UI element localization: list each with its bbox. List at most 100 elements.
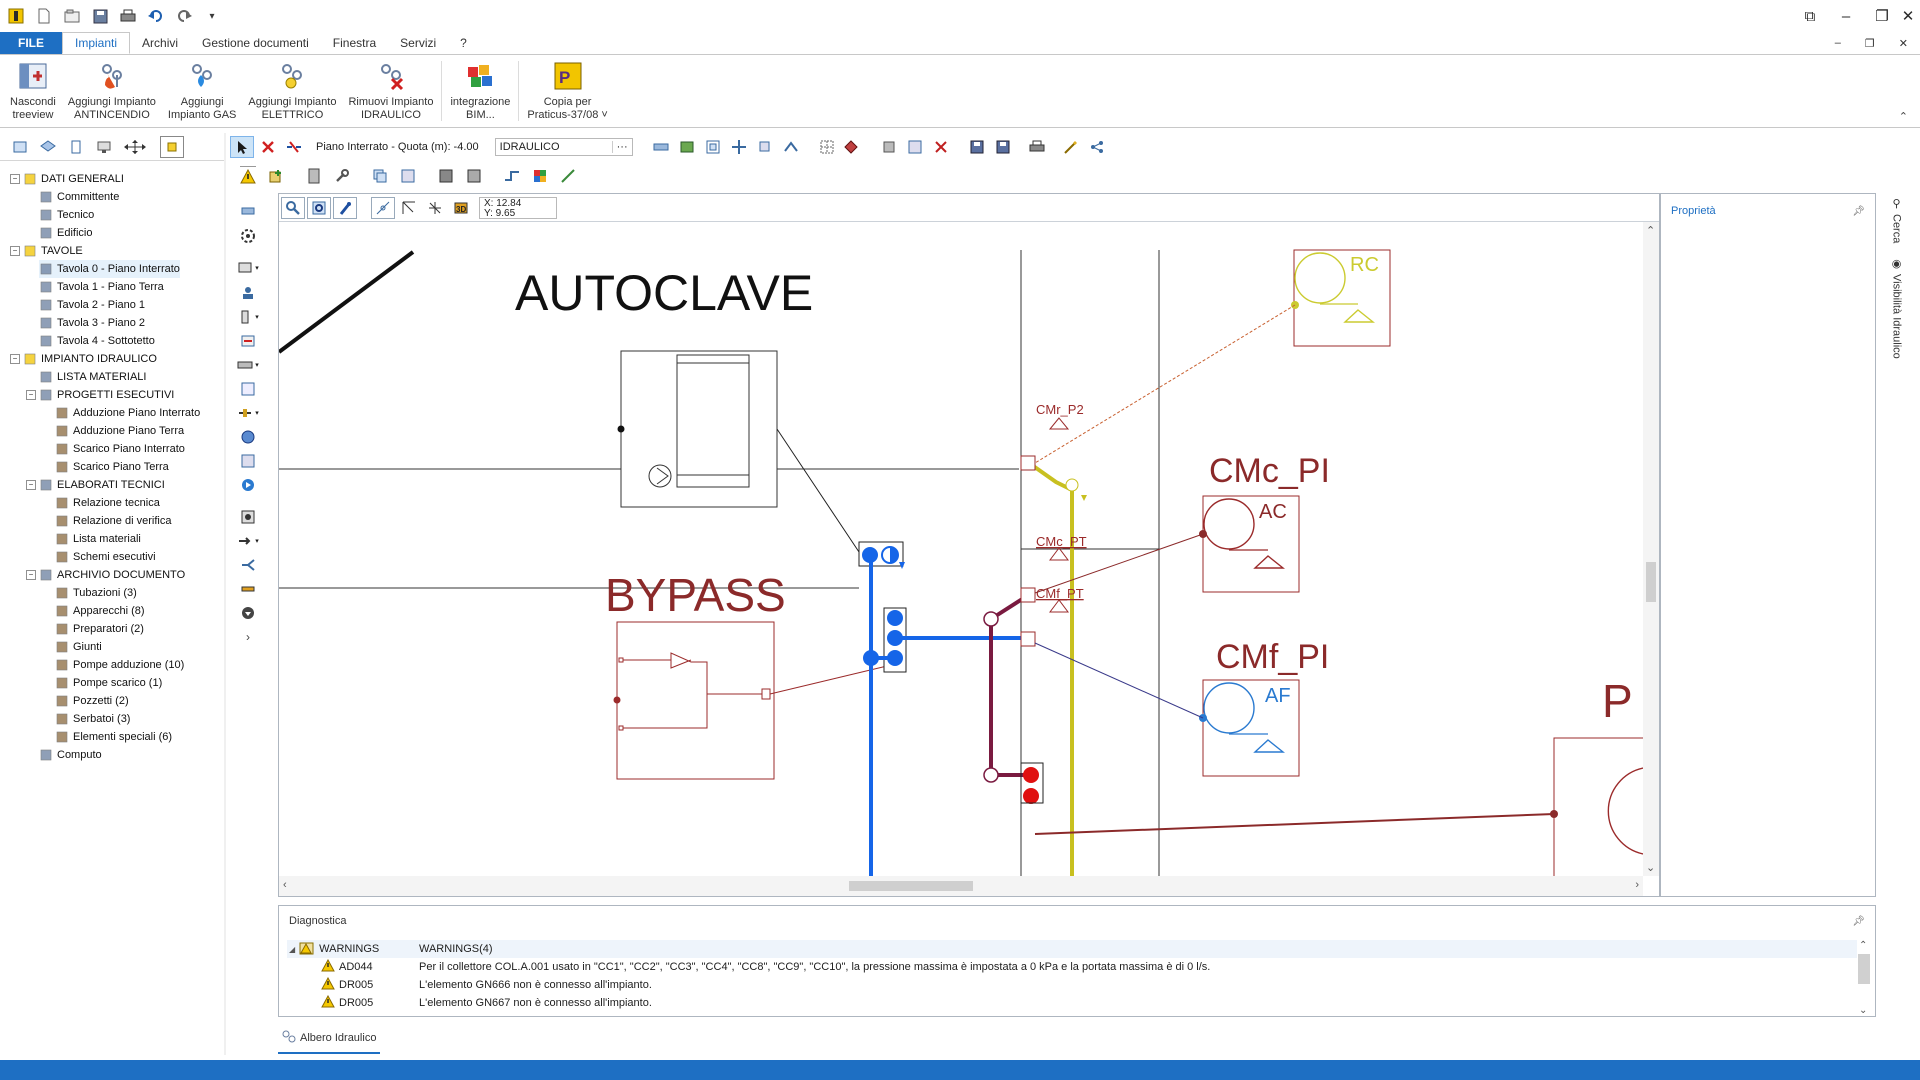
tree-item[interactable]: Scarico Piano Interrato (55, 440, 185, 458)
block-edit-icon[interactable] (462, 165, 486, 187)
pump-tool-icon[interactable]: ▾ (236, 402, 260, 424)
tab-finestra[interactable]: Finestra (332, 36, 377, 50)
side-tab-visibility[interactable]: ◉ Visibilità Idraulico (1890, 257, 1903, 359)
tree-item[interactable]: Schemi esecutivi (55, 548, 156, 566)
print-drawing-icon[interactable] (1025, 136, 1049, 158)
warnings-group-row[interactable]: ◢ WARNINGS WARNINGS(4) (287, 940, 1857, 958)
tree-item[interactable]: −ELABORATI TECNICI (26, 476, 165, 494)
tree-view-icon[interactable] (8, 136, 32, 158)
manifold-mid-valve-1[interactable] (887, 610, 903, 626)
diagnostics-scrollbar[interactable]: ⌃ ⌄ (1857, 940, 1871, 1016)
heater-tool-icon[interactable] (236, 330, 260, 352)
add-gas-button[interactable]: Aggiungi Impianto GAS (162, 55, 242, 127)
tree-item[interactable]: Adduzione Piano Terra (55, 422, 184, 440)
scroll-up-icon[interactable]: ⌃ (1646, 225, 1656, 237)
fitting-tool-icon[interactable] (236, 578, 260, 600)
expand-toggle-icon[interactable]: − (10, 354, 20, 364)
red-valve-2[interactable] (1023, 788, 1039, 804)
tree-item[interactable]: −IMPIANTO IDRAULICO (10, 350, 157, 368)
autoclave-node[interactable] (617, 425, 625, 433)
minimize-icon[interactable]: – (1841, 7, 1851, 25)
network-icon[interactable] (1087, 136, 1111, 158)
canvas-vertical-scrollbar[interactable]: ⌃ ⌄ (1643, 222, 1659, 876)
diag-scroll-down-icon[interactable]: ⌄ (1859, 1005, 1868, 1016)
p-box[interactable] (1553, 737, 1643, 876)
component-add-icon[interactable] (264, 165, 288, 187)
bottle-tool-icon[interactable]: ▾ (236, 306, 260, 328)
scroll-right-icon[interactable]: › (1635, 879, 1639, 891)
tree-item[interactable]: −ARCHIVIO DOCUMENTO (26, 566, 185, 584)
tree-item[interactable]: Serbatoi (3) (55, 710, 130, 728)
tree-navigate-icon[interactable] (120, 136, 150, 158)
tree-item[interactable]: Committente (39, 188, 119, 206)
copy-praticus-button[interactable]: P Copia per Praticus-37/08 ˅ (521, 55, 613, 127)
canvas-horizontal-scrollbar[interactable]: ‹ › (279, 876, 1643, 896)
tree-item[interactable]: Edificio (39, 224, 92, 242)
tree-square-icon[interactable] (160, 135, 184, 158)
tree-item[interactable]: Tavola 0 - Piano Interrato (39, 260, 180, 278)
diag-scroll-up-icon[interactable]: ⌃ (1859, 940, 1868, 951)
expand-toggle-icon[interactable]: − (10, 174, 20, 184)
block-icon[interactable] (434, 165, 458, 187)
play-tool-icon[interactable] (236, 474, 260, 496)
meter-tool-icon[interactable] (236, 450, 260, 472)
wand-icon[interactable] (1061, 136, 1085, 158)
open-icon[interactable] (58, 2, 86, 30)
collapse-ribbon-icon[interactable]: ⌃ (1898, 111, 1908, 123)
bypass-box[interactable] (616, 621, 775, 780)
autoclave-pump[interactable] (648, 464, 672, 488)
user-tool-icon[interactable] (236, 282, 260, 304)
tree-item[interactable]: Relazione tecnica (55, 494, 160, 512)
tree-item[interactable]: −PROGETTI ESECUTIVI (26, 386, 174, 404)
zoom-window-icon[interactable] (307, 196, 331, 219)
tree-item[interactable]: Pozzetti (2) (55, 692, 129, 710)
rotate-icon[interactable] (753, 136, 777, 158)
side-tab-search[interactable]: ⚲ Cerca (1890, 197, 1903, 244)
add-antincendio-button[interactable]: Aggiungi Impianto ANTINCENDIO (62, 55, 162, 127)
mdi-close-icon[interactable]: ✕ (1898, 37, 1908, 50)
hydraulic-drawing[interactable]: AUTOCLAVE BYPASS (279, 222, 1643, 876)
tree-item[interactable]: Tavola 2 - Piano 1 (39, 296, 145, 314)
close-icon[interactable]: ✕ (1901, 8, 1915, 25)
tree-item[interactable]: Pompe adduzione (10) (55, 656, 184, 674)
tab-archivi[interactable]: Archivi (142, 36, 179, 50)
maroon-node-bottom[interactable] (983, 767, 999, 783)
app-logo-icon[interactable] (2, 2, 30, 30)
blue-node[interactable] (863, 650, 879, 666)
print-icon[interactable] (114, 2, 142, 30)
zoom-icon[interactable] (281, 196, 305, 219)
hide-treeview-button[interactable]: Nascondi treeview (4, 55, 62, 127)
pipe-route-icon[interactable] (500, 165, 524, 187)
tree-file-icon[interactable] (64, 136, 88, 158)
pin-icon[interactable]: 📌︎ (1852, 205, 1865, 217)
vertical-scroll-thumb[interactable] (1646, 562, 1656, 602)
polar-icon[interactable] (423, 197, 447, 219)
tree-item[interactable]: Lista materiali (55, 530, 141, 548)
grid-icon[interactable] (815, 136, 839, 158)
tree-layers-icon[interactable] (36, 136, 60, 158)
diagnostics-pin-icon[interactable]: 📌︎ (1852, 915, 1865, 927)
shape-icon[interactable] (841, 136, 865, 158)
tree-item[interactable]: Scarico Piano Terra (55, 458, 169, 476)
split-tool-icon[interactable] (236, 554, 260, 576)
autoclave-tank[interactable] (676, 354, 750, 488)
layer-icon[interactable] (877, 136, 901, 158)
tree-item[interactable]: Tecnico (39, 206, 94, 224)
select-group-icon[interactable] (903, 136, 927, 158)
tree-item[interactable]: Computo (39, 746, 102, 764)
mdi-restore-icon[interactable]: ❐ (1864, 37, 1875, 50)
tree-item[interactable]: Tavola 1 - Piano Terra (39, 278, 164, 296)
bypass-node[interactable] (613, 696, 621, 704)
snap-icon[interactable] (371, 196, 395, 219)
disconnect-icon[interactable] (282, 136, 306, 158)
tree-item[interactable]: −TAVOLE (10, 242, 83, 260)
expand-toggle-icon[interactable]: − (26, 570, 36, 580)
tab-help[interactable]: ? (460, 36, 467, 50)
yellow-pipe[interactable] (1027, 461, 1074, 876)
pipe-icon[interactable] (649, 136, 673, 158)
delete-icon[interactable] (256, 136, 280, 158)
tree-item[interactable]: Pompe scarico (1) (55, 674, 162, 692)
tree-item[interactable]: Giunti (55, 638, 102, 656)
tab-file[interactable]: FILE (0, 32, 62, 54)
